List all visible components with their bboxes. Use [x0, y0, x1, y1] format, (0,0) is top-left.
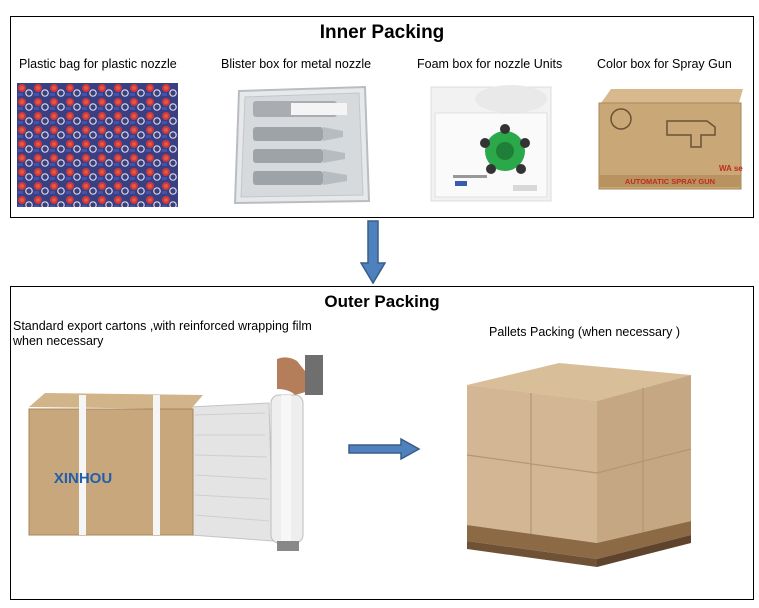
right-arrow-icon — [348, 437, 421, 461]
down-arrow-icon — [360, 220, 386, 285]
caption-export-cartons: Standard export cartons ,with reinforced… — [13, 319, 312, 348]
caption-plastic-bag: Plastic bag for plastic nozzle — [19, 57, 177, 71]
pallet-packing-photo — [447, 355, 703, 575]
caption-foam-box: Foam box for nozzle Units — [417, 57, 563, 71]
export-carton-photo: XINHOU — [25, 355, 323, 571]
color-box-photo: WA series AUTOMATIC SPRAY GUN — [597, 87, 743, 191]
inner-packing-title: Inner Packing — [319, 22, 445, 43]
blister-box-photo — [231, 83, 373, 207]
outer-packing-panel: Outer Packing Standard export cartons ,w… — [10, 286, 754, 600]
color-box-series-label: WA series — [719, 164, 743, 173]
inner-packing-panel: Inner Packing Plastic bag for plastic no… — [10, 16, 754, 218]
color-box-label: AUTOMATIC SPRAY GUN — [625, 177, 715, 186]
carton-brand-label: XINHOU — [54, 470, 112, 487]
plastic-bag-nozzles-photo — [17, 83, 178, 207]
caption-pallets-packing: Pallets Packing (when necessary ) — [489, 325, 681, 339]
caption-blister-box: Blister box for metal nozzle — [221, 57, 372, 71]
caption-color-box: Color box for Spray Gun — [597, 57, 732, 71]
foam-box-photo — [429, 83, 553, 207]
outer-packing-title: Outer Packing — [324, 292, 440, 311]
